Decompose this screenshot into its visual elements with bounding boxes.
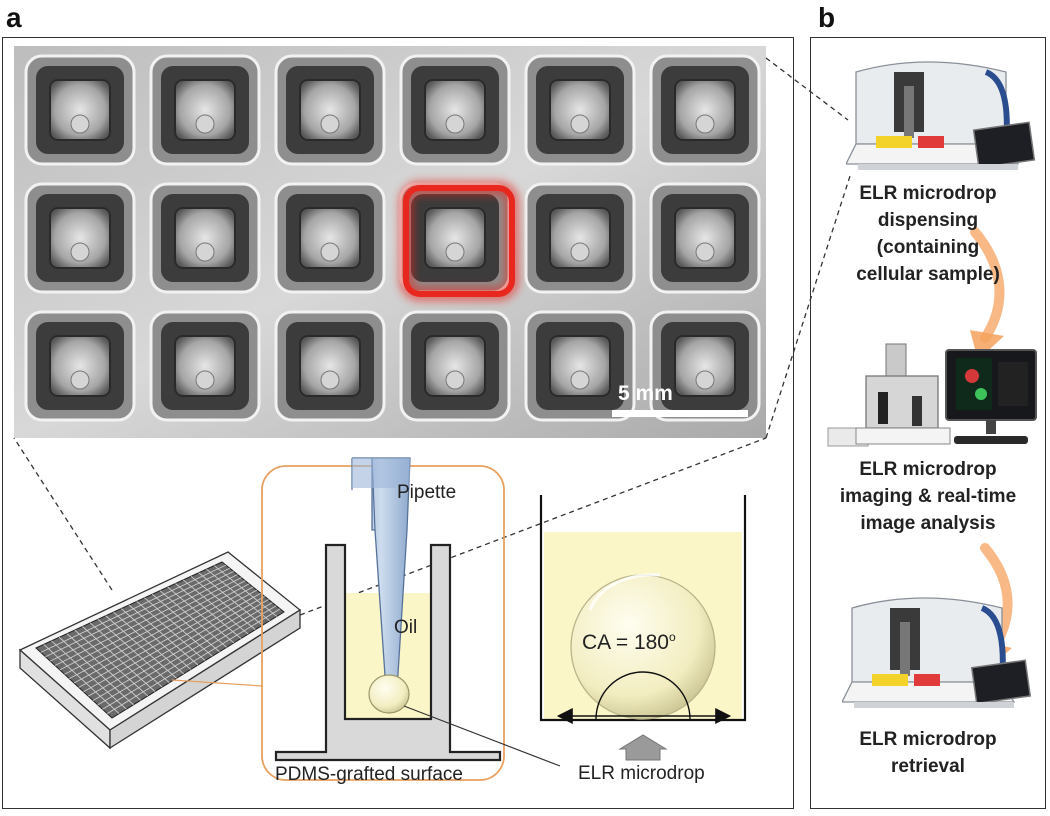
microwell — [649, 54, 761, 166]
panel-a-frame — [2, 37, 794, 809]
microdrop-label: ELR microdrop — [578, 763, 705, 784]
well-cross-section — [274, 457, 561, 767]
microwell — [274, 310, 386, 422]
microwell — [24, 182, 136, 294]
microwell — [24, 310, 136, 422]
microwell — [274, 54, 386, 166]
contact-angle-diagram — [539, 495, 747, 761]
microwell — [149, 182, 261, 294]
contact-angle-label: CA = 180o — [582, 630, 676, 654]
microwell — [149, 310, 261, 422]
microwell — [399, 54, 511, 166]
scale-bar — [612, 410, 748, 417]
liquid-handling-robot-image-2 — [842, 586, 1032, 716]
well-plate-drawing — [18, 551, 302, 750]
scale-bar-label: 5 mm — [618, 382, 673, 405]
microwell — [149, 54, 261, 166]
step-3-label: ELR microdrop retrieval — [859, 729, 997, 777]
microwell-photo: 5 mm — [14, 46, 766, 438]
microwell — [524, 182, 636, 294]
pipette-label: Pipette — [397, 482, 457, 503]
microwell — [649, 310, 761, 422]
microwell — [399, 182, 511, 294]
microdrop-in-well — [368, 674, 410, 714]
panel-letter-a: a — [6, 2, 22, 33]
liquid-handling-robot-image-1 — [846, 52, 1036, 176]
microwell — [24, 54, 136, 166]
step-1-label: ELR microdrop dispensing (containing cel… — [856, 183, 1000, 285]
surface-label: PDMS-grafted surface — [275, 764, 463, 785]
microwell — [649, 182, 761, 294]
microwell — [524, 54, 636, 166]
microwell — [399, 310, 511, 422]
oil-label: Oil — [394, 617, 418, 638]
microwell — [524, 310, 636, 422]
microscope-workstation-image — [826, 336, 1040, 456]
highlighted-well-frame — [403, 185, 515, 297]
panel-b-frame — [810, 37, 1046, 809]
microwell — [274, 182, 386, 294]
step-2-label: ELR microdrop imaging & real-time image … — [839, 459, 1017, 534]
panel-letter-b: b — [818, 2, 836, 33]
